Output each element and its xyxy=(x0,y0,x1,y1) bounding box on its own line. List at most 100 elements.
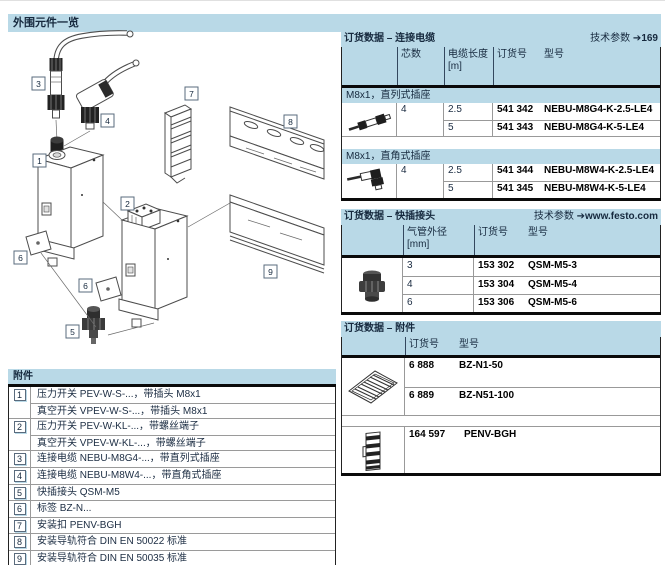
svg-text:5: 5 xyxy=(70,327,75,337)
svg-text:8: 8 xyxy=(288,117,293,127)
legend-marker: 9 xyxy=(13,552,26,565)
diagram-marker-4: 4 xyxy=(100,113,115,128)
legend-table: 附件 1 压力开关 PEV-W-S-...，带插头 M8x1 真空开关 VPEV… xyxy=(8,369,336,565)
col-order-type: 订货号型号 xyxy=(493,47,660,85)
legend-row: 4 连接电缆 NEBU-M8W4-...，带直角式插座 xyxy=(9,466,335,484)
svg-text:2: 2 xyxy=(125,199,130,209)
pressure-switch-1 xyxy=(34,136,105,267)
svg-text:7: 7 xyxy=(189,89,194,99)
diagram-marker-5: 5 xyxy=(65,324,80,339)
legend-row: 3 连接电缆 NEBU-M8G4-...，带直列式插座 xyxy=(9,450,335,467)
legend-row: 6 标签 BZ-N... xyxy=(9,500,335,517)
angled-plug xyxy=(75,59,140,130)
order-number: 6 889 xyxy=(409,390,435,401)
straight-plug-cable xyxy=(53,30,134,64)
diagram-marker-6a: 6 xyxy=(13,250,28,265)
cables-table: 订货数据 – 连接电缆 技术参数 ➔169 芯数 电缆长度[m] 订货号型号 M… xyxy=(341,31,661,201)
fitting-icon xyxy=(359,270,385,302)
mounting-clip-icon xyxy=(362,431,381,471)
legend-row: 7 安装扣 PENV-BGH xyxy=(9,516,335,534)
leader-line xyxy=(40,252,97,328)
label-tag-2 xyxy=(95,276,122,302)
col-order-type: 订货号型号 xyxy=(405,337,660,355)
legend-marker: 8 xyxy=(13,536,26,549)
accessories-column-headers: 订货号型号 xyxy=(342,337,660,355)
page-title: 外围元件一览 xyxy=(8,14,661,32)
diagram-marker-9: 9 xyxy=(263,264,278,279)
arrow-right-icon: ➔ xyxy=(632,33,642,44)
col-cable-length: 电缆长度[m] xyxy=(444,47,493,85)
legend-row: 2 压力开关 PEV-W-KL-...，带螺丝端子 真空开关 VPEV-W-KL… xyxy=(9,418,335,451)
legend-marker: 3 xyxy=(13,453,26,466)
din-rail-50022 xyxy=(229,106,325,180)
diagram-marker-7: 7 xyxy=(184,86,199,101)
order-number: 541 342 xyxy=(497,104,534,115)
tech-params-ref: 技术参数 ➔www.festo.com xyxy=(533,211,658,222)
svg-text:1: 1 xyxy=(37,156,42,166)
order-number: 153 302 xyxy=(478,260,515,271)
diagram-marker-6b: 6 xyxy=(78,278,93,293)
order-number: 541 344 xyxy=(497,165,534,176)
diagram-marker-1: 1 xyxy=(32,153,47,168)
cell-cores: 4 xyxy=(397,164,444,198)
legend-title: 附件 xyxy=(8,369,336,384)
svg-text:4: 4 xyxy=(105,116,110,126)
accessories-table: 订货数据 – 附件 订货号型号 xyxy=(341,321,661,476)
leader-line xyxy=(107,322,155,336)
legend-marker: 1 xyxy=(13,389,26,401)
straight-connector-icon xyxy=(348,113,392,131)
type-code: PENV-BGH xyxy=(464,429,517,440)
legend-row: 5 快插接头 QSM-M5 xyxy=(9,483,335,501)
cables-column-headers: 芯数 电缆长度[m] 订货号型号 xyxy=(342,47,660,85)
legend-marker: 4 xyxy=(13,469,26,482)
exploded-view-diagram: 1 2 3 4 5 6 6 7 8 9 xyxy=(13,30,325,344)
angled-connector-icon xyxy=(346,168,384,191)
type-code: NEBU-M8G4-K-2.5-LE4 xyxy=(544,104,653,115)
cables-section-angled: M8x1，直角式插座 xyxy=(342,149,660,164)
legend-marker: 6 xyxy=(13,503,26,516)
order-number: 153 304 xyxy=(478,279,515,290)
svg-text:6: 6 xyxy=(18,253,23,263)
leader-line xyxy=(102,201,123,221)
cell-cores: 4 xyxy=(397,103,444,136)
cables-table-title: 订货数据 – 连接电缆 xyxy=(344,33,436,44)
fittings-column-headers: 气管外径[mm] 订货号型号 xyxy=(342,225,660,255)
push-in-fitting xyxy=(82,306,105,344)
pressure-switch-2 xyxy=(118,203,189,328)
type-code: NEBU-M8G4-K-5-LE4 xyxy=(544,122,645,133)
order-number: 541 345 xyxy=(497,183,534,194)
order-number: 6 888 xyxy=(409,360,435,371)
type-code: QSM-M5-4 xyxy=(528,279,577,290)
legend-row: 9 安装导轨符合 DIN EN 50035 标准 xyxy=(9,549,335,565)
svg-text:3: 3 xyxy=(36,79,41,89)
fittings-table-title: 订货数据 – 快插接头 xyxy=(344,211,436,222)
legend-row: 8 安装导轨符合 DIN EN 50022 标准 xyxy=(9,533,335,550)
table-row: 6 889 BZ-N51-100 xyxy=(405,387,660,416)
svg-text:6: 6 xyxy=(83,281,88,291)
col-cores: 芯数 xyxy=(397,47,444,85)
fittings-table: 订货数据 – 快插接头 技术参数 ➔www.festo.com 气管外径[mm]… xyxy=(341,209,661,315)
legend-marker: 5 xyxy=(13,486,26,499)
type-code: QSM-M5-6 xyxy=(528,297,577,308)
label-sheet-icon xyxy=(348,369,398,404)
table-row: 6 888 BZ-N1-50 xyxy=(405,358,660,387)
type-code: BZ-N51-100 xyxy=(459,390,515,401)
type-code: NEBU-M8W4-K-2.5-LE4 xyxy=(544,165,655,176)
type-code: BZ-N1-50 xyxy=(459,360,503,371)
type-code: NEBU-M8W4-K-5-LE4 xyxy=(544,183,646,194)
accessories-table-title: 订货数据 – 附件 xyxy=(344,323,416,334)
straight-plug xyxy=(47,58,65,119)
diagram-marker-2: 2 xyxy=(120,196,135,211)
mounting-clip xyxy=(163,104,193,184)
leader-line xyxy=(187,202,231,228)
col-order-type: 订货号型号 xyxy=(474,225,660,255)
legend-row: 1 压力开关 PEV-W-S-...，带插头 M8x1 真空开关 VPEV-W-… xyxy=(9,387,335,419)
